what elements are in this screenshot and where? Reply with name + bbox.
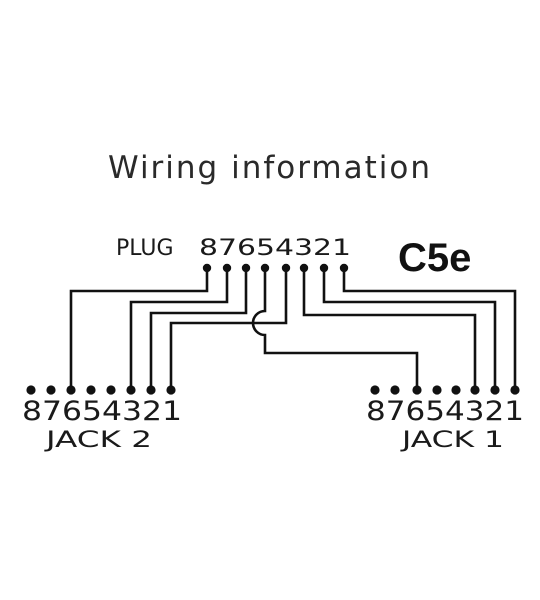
jack2-contact-4: [106, 385, 116, 395]
jack1-label: JACK 1: [399, 428, 504, 453]
jack2-contact-2: [146, 385, 156, 395]
wire-plug8-jack2-6: [69, 268, 209, 390]
plug-contact-2: [319, 263, 329, 273]
plug-contacts: [202, 263, 349, 273]
cable-category-label: C5e: [398, 236, 471, 280]
jack2-contact-8: [26, 385, 36, 395]
plug-contact-4: [281, 263, 291, 273]
jack1-contact-7: [390, 385, 400, 395]
jack1-contact-5: [432, 385, 442, 395]
plug-label: PLUG: [116, 236, 174, 261]
jack1-contact-8: [370, 385, 380, 395]
jack2-contact-6: [66, 385, 76, 395]
jack2-contact-3: [126, 385, 136, 395]
plug-contact-6: [241, 263, 251, 273]
jack2-contact-5: [86, 385, 96, 395]
jack1-contacts: [370, 385, 520, 395]
plug-pin-numbers: 87654321: [199, 236, 351, 261]
jack2-contacts: [26, 385, 176, 395]
wire-plug2-jack1-2: [322, 268, 497, 390]
jack1-contact-6: [412, 385, 422, 395]
wire-plug4-jack2-1: [169, 268, 288, 390]
wires: [69, 268, 517, 390]
diagram-title: Wiring information: [108, 150, 432, 186]
jack2-label: JACK 2: [43, 428, 152, 453]
jack1-contact-3: [470, 385, 480, 395]
wire-plug6-jack2-2: [149, 268, 248, 390]
plug-contact-7: [222, 263, 232, 273]
jack2-pin-numbers: 87654321: [22, 396, 182, 427]
jack1-contact-4: [451, 385, 461, 395]
jack2-contact-1: [166, 385, 176, 395]
plug-contact-3: [299, 263, 309, 273]
wire-plug1-jack1-1: [342, 268, 517, 390]
wire-plug5-jack1-4: [251, 268, 419, 390]
wire-plug3-jack1-3: [302, 268, 477, 390]
wire-plug7-jack2-3: [129, 268, 229, 390]
plug-contact-8: [202, 263, 212, 273]
plug-contact-5: [260, 263, 270, 273]
jack1-pin-numbers: 87654321: [366, 396, 524, 427]
jack1-contact-2: [490, 385, 500, 395]
jack2-contact-7: [46, 385, 56, 395]
jack1-contact-1: [510, 385, 520, 395]
plug-contact-1: [339, 263, 349, 273]
